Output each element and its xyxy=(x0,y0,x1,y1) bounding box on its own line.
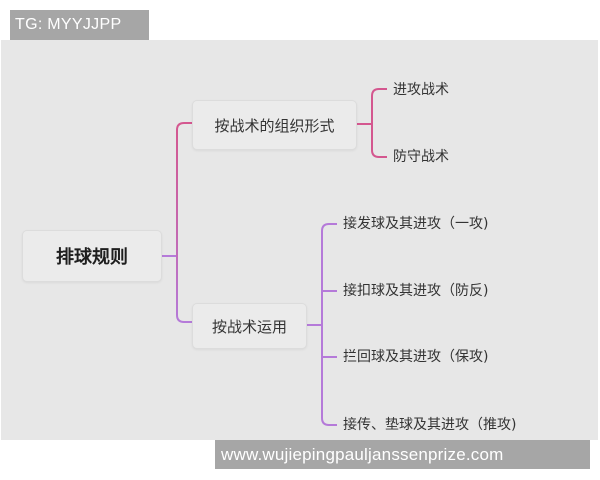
mindmap-branch-organization[interactable]: 按战术的组织形式 xyxy=(192,100,357,150)
watermark-bottom: www.wujiepingpauljanssenprize.com xyxy=(215,440,590,469)
watermark-top: TG: MYYJJPP xyxy=(10,10,149,40)
leaf-serve-receive-attack[interactable]: 接发球及其进攻（一攻) xyxy=(343,216,489,232)
root-label: 排球规则 xyxy=(56,247,128,268)
branch-label: 按战术的组织形式 xyxy=(214,116,335,135)
leaf-defensive-tactics[interactable]: 防守战术 xyxy=(393,149,449,165)
mindmap-root-node[interactable]: 排球规则 xyxy=(22,230,162,282)
leaf-spike-receive-attack[interactable]: 接扣球及其进攻（防反) xyxy=(343,283,489,299)
branch-label: 按战术运用 xyxy=(211,317,287,336)
mindmap-branch-application[interactable]: 按战术运用 xyxy=(192,303,307,349)
leaf-block-return-attack[interactable]: 拦回球及其进攻（保攻) xyxy=(343,349,489,365)
leaf-pass-dig-attack[interactable]: 接传、垫球及其进攻（推攻) xyxy=(343,417,517,433)
leaf-offensive-tactics[interactable]: 进攻战术 xyxy=(393,82,449,98)
